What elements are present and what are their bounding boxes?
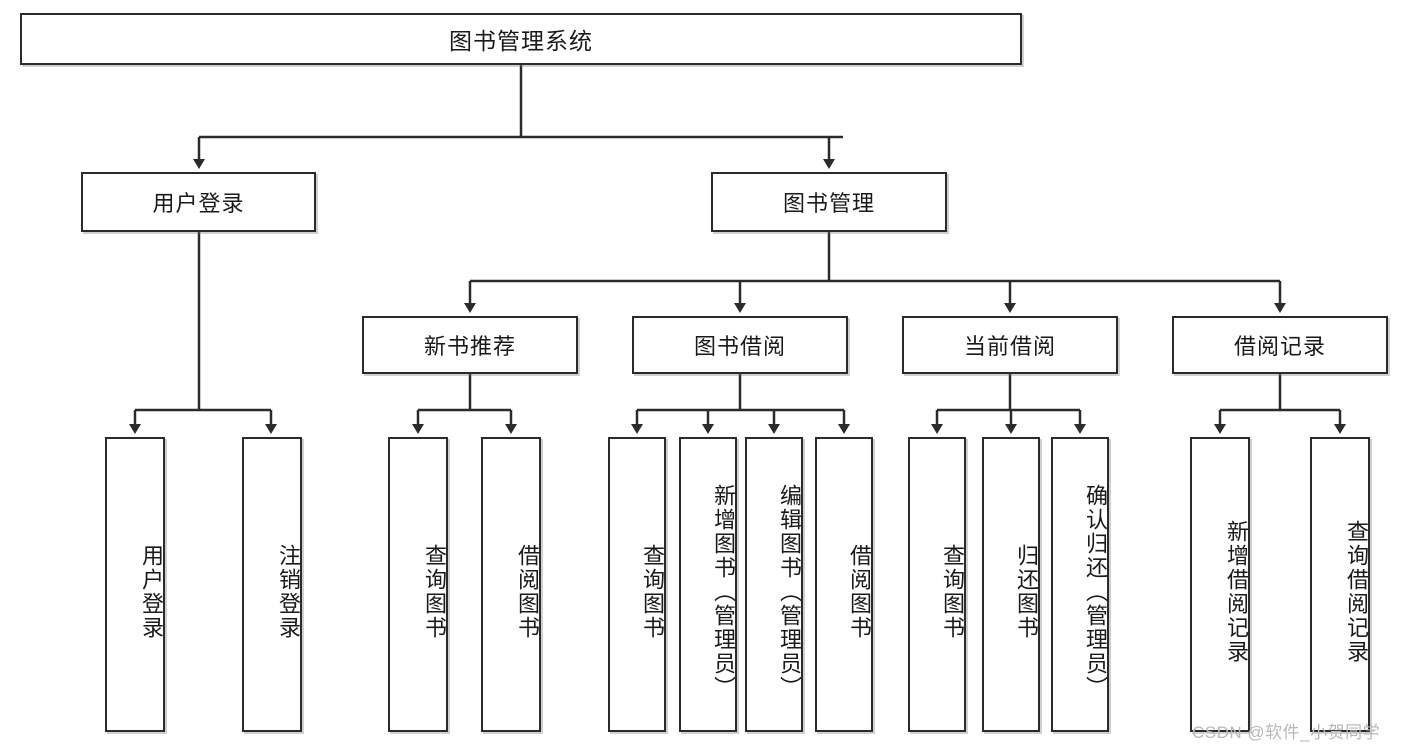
node-leaf-query-book-cur-label: 查询图书 [940,543,965,640]
node-new-book-rec-label: 新书推荐 [423,334,516,359]
node-user-login-label: 用户登录 [152,191,245,216]
node-leaf-logout-label: 注销登录 [276,543,301,640]
node-leaf-query-record[interactable]: 查询借阅记录 [1310,437,1370,732]
node-leaf-return-book[interactable]: 归还图书 [982,437,1040,732]
node-leaf-logout[interactable]: 注销登录 [242,437,302,732]
node-leaf-borrow-book[interactable]: 借阅图书 [815,437,873,732]
node-leaf-query-book-borrow[interactable]: 查询图书 [608,437,666,732]
node-borrow-record[interactable]: 借阅记录 [1172,316,1388,374]
node-new-book-rec[interactable]: 新书推荐 [362,316,578,374]
node-leaf-query-book-borrow-label: 查询图书 [640,543,665,640]
node-leaf-query-book-cur[interactable]: 查询图书 [908,437,966,732]
node-leaf-query-record-label: 查询借阅记录 [1344,519,1369,664]
node-leaf-return-book-label: 归还图书 [1014,543,1039,640]
node-leaf-user-login-label: 用户登录 [139,543,164,640]
node-leaf-edit-book-label: 编辑图书（管理员） [777,483,802,700]
node-current-borrow[interactable]: 当前借阅 [902,316,1118,374]
node-leaf-borrow-book-label: 借阅图书 [847,543,872,640]
node-book-borrow[interactable]: 图书借阅 [632,316,848,374]
node-leaf-add-record[interactable]: 新增借阅记录 [1190,437,1250,732]
node-book-borrow-label: 图书借阅 [693,334,786,359]
node-root-label: 图书管理系统 [449,28,593,54]
watermark: CSDN @软件_小贺同学 [1192,723,1381,742]
node-leaf-confirm-return-label: 确认归还（管理员） [1083,483,1108,700]
node-leaf-query-book-rec-label: 查询图书 [422,543,447,640]
node-book-manage[interactable]: 图书管理 [711,172,947,232]
node-leaf-add-book[interactable]: 新增图书（管理员） [679,437,737,732]
node-leaf-confirm-return[interactable]: 确认归还（管理员） [1051,437,1109,732]
node-leaf-add-record-label: 新增借阅记录 [1224,519,1249,664]
node-book-manage-label: 图书管理 [782,191,875,216]
node-current-borrow-label: 当前借阅 [963,334,1056,359]
node-leaf-query-book-rec[interactable]: 查询图书 [388,437,448,732]
node-leaf-add-book-label: 新增图书（管理员） [711,483,736,700]
node-leaf-user-login[interactable]: 用户登录 [105,437,165,732]
node-leaf-borrow-book-rec[interactable]: 借阅图书 [481,437,541,732]
node-root[interactable]: 图书管理系统 [20,13,1022,65]
node-borrow-record-label: 借阅记录 [1233,334,1326,359]
node-leaf-borrow-book-rec-label: 借阅图书 [515,543,540,640]
node-leaf-edit-book[interactable]: 编辑图书（管理员） [745,437,803,732]
node-user-login[interactable]: 用户登录 [81,172,316,232]
